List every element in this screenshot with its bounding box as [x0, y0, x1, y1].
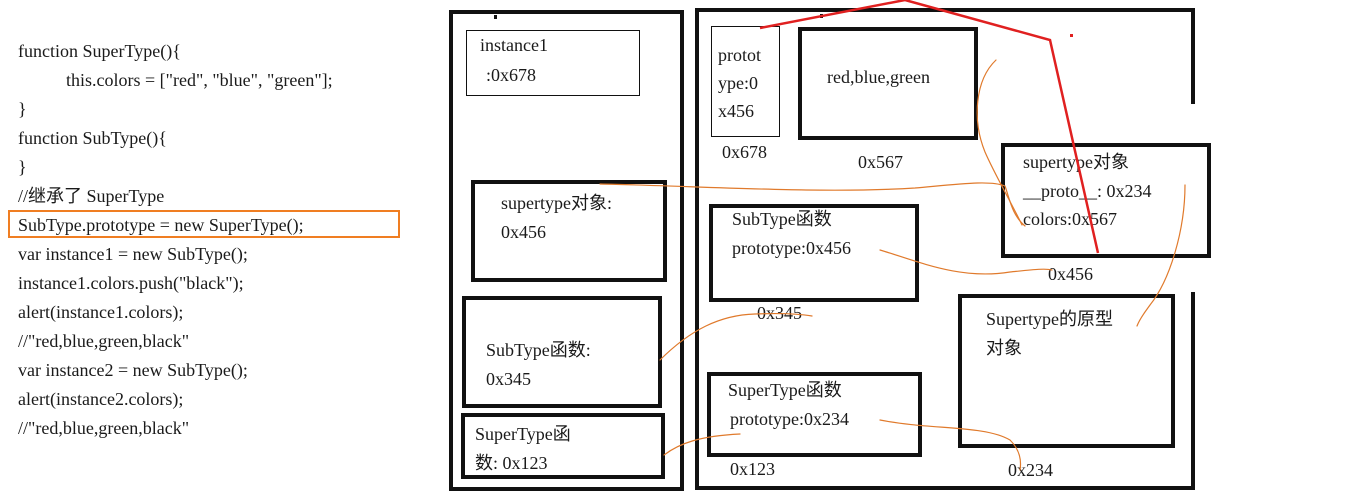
code-line: function SubType(){: [18, 128, 167, 148]
code-line: this.colors = ["red", "blue", "green"];: [66, 70, 333, 90]
heap-supertype-proto-addr: 0x234: [1008, 460, 1053, 480]
code-line: }: [18, 99, 27, 119]
heap-panel-marker: [820, 14, 823, 18]
code-line: var instance2 = new SubType();: [18, 360, 248, 380]
heap-supertype-obj-name: supertype对象: [1023, 152, 1129, 172]
heap-supertype-proto-box: [958, 294, 1175, 448]
stack-supertype-fn-addr: 数: 0x123: [475, 453, 548, 473]
highlight-box: [8, 210, 400, 238]
code-line: function SuperType(){: [18, 41, 181, 61]
code-listing: function SuperType(){ this.colors = ["re…: [18, 37, 333, 443]
heap-colors-array-addr: 0x567: [858, 152, 903, 172]
code-line: alert(instance1.colors);: [18, 302, 184, 322]
stack-supertype-obj-addr: 0x456: [501, 222, 546, 242]
stack-instance1-box: [466, 30, 640, 96]
code-line: //"red,blue,green,black": [18, 418, 190, 438]
heap-proto-addr: 0x678: [722, 142, 767, 162]
heap-supertype-obj-colors: colors:0x567: [1023, 209, 1117, 229]
code-line: //继承了 SuperType: [18, 186, 165, 206]
code-line: //"red,blue,green,black": [18, 331, 190, 351]
heap-supertype-fn-prototype: prototype:0x234: [730, 409, 849, 429]
stack-supertype-obj-name: supertype对象:: [501, 193, 612, 213]
red-mark: [1070, 34, 1073, 37]
heap-supertype-proto-line1: Supertype的原型: [986, 309, 1113, 329]
stack-subtype-fn-name: SubType函数:: [486, 340, 591, 360]
stack-instance1-name: instance1: [480, 35, 548, 55]
heap-subtype-fn-name: SubType函数: [732, 209, 832, 229]
code-line: instance1.colors.push("black");: [18, 273, 244, 293]
code-line: var instance1 = new SubType();: [18, 244, 248, 264]
heap-supertype-fn-box: [707, 372, 922, 457]
heap-proto-line1: protot: [718, 45, 761, 65]
stack-instance1-addr: :0x678: [486, 65, 537, 85]
heap-colors-array-value: red,blue,green: [827, 67, 930, 87]
code-line: }: [18, 157, 27, 177]
stack-supertype-obj-box: [471, 180, 667, 282]
code-line-highlighted: SubType.prototype = new SuperType();: [18, 215, 304, 235]
heap-subtype-fn-addr: 0x345: [757, 303, 802, 323]
heap-supertype-proto-line2: 对象: [986, 338, 1022, 358]
stack-subtype-fn-addr: 0x345: [486, 369, 531, 389]
heap-supertype-obj-proto: __proto__: 0x234: [1023, 181, 1152, 201]
stack-supertype-fn-name: SuperType函: [475, 424, 571, 444]
heap-supertype-obj-addr: 0x456: [1048, 264, 1093, 284]
heap-supertype-fn-name: SuperType函数: [728, 380, 842, 400]
stack-panel-marker: [494, 15, 497, 19]
code-line: alert(instance2.colors);: [18, 389, 184, 409]
stack-panel: [449, 10, 684, 491]
heap-proto-line3: x456: [718, 101, 754, 121]
heap-supertype-fn-addr: 0x123: [730, 459, 775, 479]
stack-supertype-fn-box: [461, 413, 665, 479]
heap-subtype-fn-prototype: prototype:0x456: [732, 238, 851, 258]
heap-proto-line2: ype:0: [718, 73, 758, 93]
